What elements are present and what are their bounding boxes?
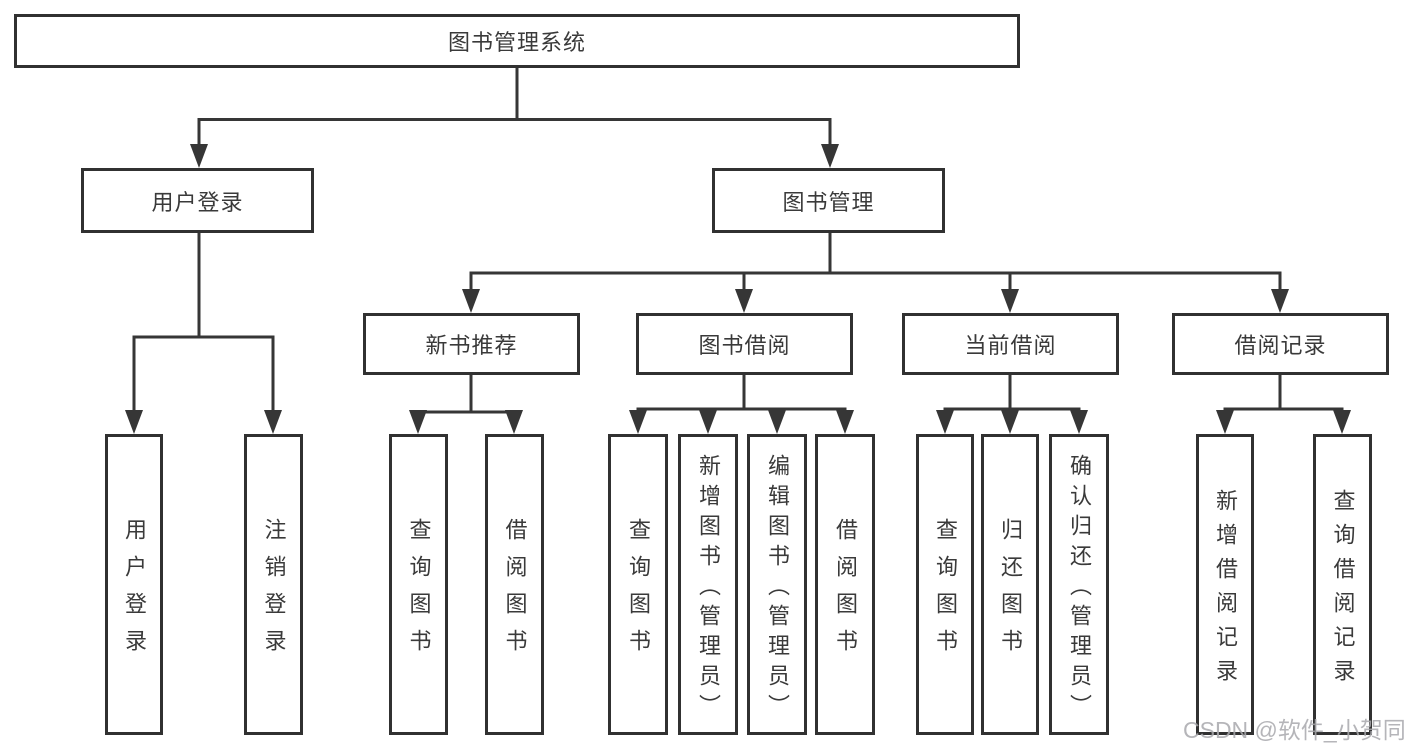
- leaf-records-query-record: 查询借阅记录: [1313, 434, 1372, 735]
- node-user-login: 用户登录: [81, 168, 314, 233]
- leaf-recommend-query-books: 查询图书: [389, 434, 448, 735]
- leaf-label: 新增借阅记录: [1213, 488, 1238, 693]
- leaf-label: 查询图书: [406, 518, 432, 666]
- leaf-label: 注销登录: [261, 518, 287, 666]
- leaf-label: 借阅图书: [502, 518, 528, 666]
- leaf-label: 编辑图书（管理员）: [765, 453, 790, 724]
- node-new-book-recommend: 新书推荐: [363, 313, 580, 375]
- leaf-label: 查询图书: [626, 518, 651, 666]
- leaf-label: 确认归还（管理员）: [1067, 453, 1092, 724]
- leaf-current-query-books: 查询图书: [916, 434, 974, 735]
- leaf-borrow-borrow-books: 借阅图书: [815, 434, 875, 735]
- leaf-borrow-query-books: 查询图书: [608, 434, 668, 735]
- node-library-system: 图书管理系统: [14, 14, 1020, 68]
- leaf-label: 查询借阅记录: [1330, 488, 1356, 693]
- leaf-current-confirm-return-admin: 确认归还（管理员）: [1049, 434, 1109, 735]
- node-current-borrow: 当前借阅: [902, 313, 1119, 375]
- leaf-recommend-borrow-books: 借阅图书: [485, 434, 544, 735]
- leaf-current-return-books: 归还图书: [981, 434, 1039, 735]
- leaf-borrow-edit-books-admin: 编辑图书（管理员）: [747, 434, 807, 735]
- leaf-label: 新增图书（管理员）: [696, 453, 721, 724]
- leaf-borrow-add-books-admin: 新增图书（管理员）: [678, 434, 738, 735]
- node-book-management: 图书管理: [712, 168, 945, 233]
- node-book-borrow: 图书借阅: [636, 313, 853, 375]
- leaf-logout: 注销登录: [244, 434, 303, 735]
- watermark: CSDN @软件_小贺同学: [1183, 717, 1405, 743]
- leaf-records-add-record: 新增借阅记录: [1196, 434, 1254, 735]
- node-borrow-records: 借阅记录: [1172, 313, 1389, 375]
- leaf-label: 查询图书: [933, 518, 958, 666]
- leaf-user-login: 用户登录: [105, 434, 163, 735]
- leaf-label: 归还图书: [998, 518, 1023, 666]
- leaf-label: 用户登录: [122, 518, 147, 666]
- leaf-label: 借阅图书: [833, 518, 858, 666]
